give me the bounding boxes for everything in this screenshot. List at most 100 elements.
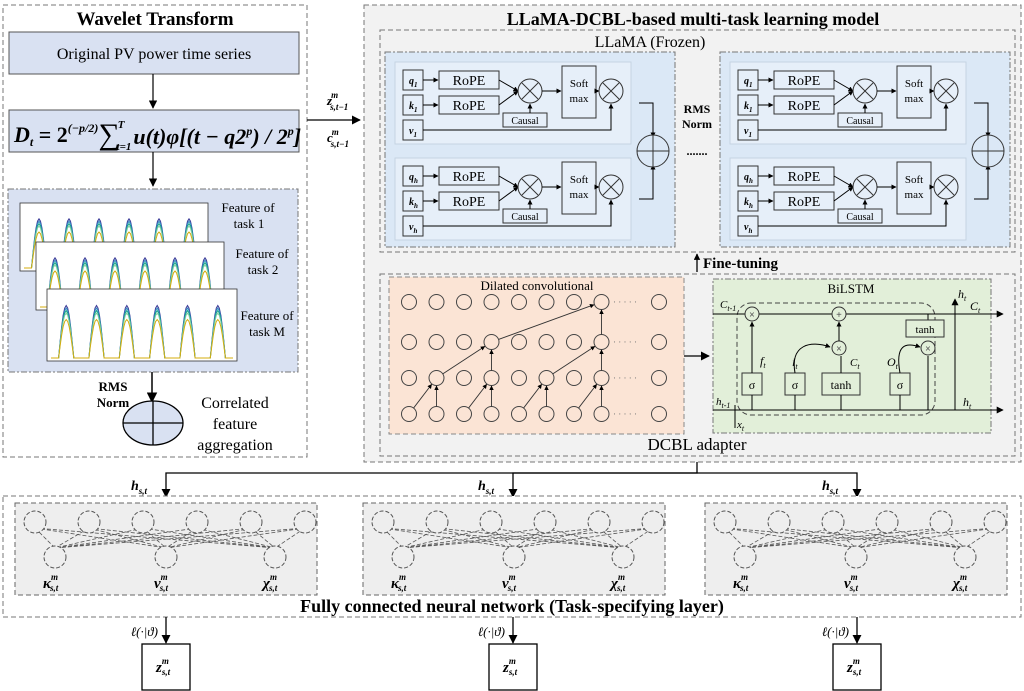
llama-title: LLaMA (Frozen) bbox=[595, 34, 706, 51]
input-q-label: qh bbox=[744, 172, 753, 185]
fc-output-node bbox=[263, 545, 287, 569]
fc-edge bbox=[382, 527, 404, 549]
conv-node bbox=[428, 334, 445, 350]
fc-input-node bbox=[425, 510, 449, 534]
bilstm-box bbox=[712, 278, 992, 434]
conv-edge bbox=[552, 346, 596, 375]
fc-input-node bbox=[131, 510, 155, 534]
bilstm-label-h: ht-1 bbox=[716, 396, 730, 410]
fc-input-node bbox=[983, 510, 1007, 534]
bilstm-label-C: Ct bbox=[850, 357, 860, 371]
bilstm-label-x: xt bbox=[736, 419, 745, 433]
fc-edge bbox=[196, 527, 276, 549]
fc-input-node bbox=[875, 510, 899, 534]
fc-output-node bbox=[844, 545, 868, 569]
conv-node bbox=[483, 370, 500, 386]
conv-node bbox=[456, 334, 472, 350]
fc-input-node bbox=[929, 510, 953, 534]
fc-edge bbox=[744, 527, 942, 549]
output-mult-icon-glyph: × bbox=[925, 344, 931, 355]
conv-node bbox=[651, 334, 667, 350]
conv-ellipsis: · · · · · bbox=[613, 409, 637, 419]
conv-edge bbox=[523, 383, 543, 409]
fc-edge bbox=[436, 527, 515, 549]
dcbl-adapter-title: DCBL adapter bbox=[648, 435, 747, 454]
input-gate-label: σ bbox=[792, 378, 799, 392]
conv-node bbox=[401, 406, 417, 422]
conv-ellipsis: · · · · · bbox=[613, 337, 637, 347]
bilstm-label-i: it bbox=[792, 355, 798, 371]
fc-hidden-label: hs,t bbox=[478, 479, 495, 496]
fc-hidden-label: hs,t bbox=[131, 479, 148, 496]
input-k-label: kh bbox=[744, 197, 753, 210]
input-v-label: vh bbox=[409, 222, 417, 235]
conv-node bbox=[593, 334, 610, 350]
conv-node bbox=[538, 370, 555, 386]
bilstm-label-C: Ct bbox=[970, 299, 981, 315]
fc-input-node bbox=[767, 510, 791, 534]
conv-node bbox=[401, 370, 417, 386]
wavelet-title: Wavelet Transform bbox=[76, 9, 233, 30]
conv-ellipsis: · · · · · bbox=[613, 297, 637, 307]
dilated-conv-title: Dilated convolutional bbox=[480, 278, 593, 293]
rope-label: RoPE bbox=[788, 195, 821, 210]
rope-label: RoPE bbox=[453, 99, 486, 114]
conv-node bbox=[511, 294, 527, 310]
output-tanh-box bbox=[905, 319, 945, 338]
bilstm-title: BiLSTM bbox=[828, 281, 875, 296]
output-gate-label: σ bbox=[897, 378, 904, 392]
fc-input-node bbox=[479, 510, 503, 534]
fc-edge bbox=[165, 527, 306, 549]
conv-edge bbox=[468, 383, 488, 409]
fc-output-node bbox=[502, 545, 526, 569]
fc-edge bbox=[940, 527, 966, 549]
conv-node bbox=[483, 294, 500, 310]
bilstm-label-h: ht bbox=[963, 395, 972, 411]
conv-node bbox=[401, 334, 417, 350]
formula-box bbox=[8, 109, 300, 153]
fc-edge bbox=[165, 527, 252, 549]
fc-input-node bbox=[23, 510, 47, 534]
conv-node bbox=[593, 370, 610, 386]
conv-node bbox=[483, 334, 500, 350]
loss-label: ℓ(·|ϑ) bbox=[478, 624, 505, 639]
feature-series-line bbox=[51, 318, 233, 359]
rope-label: RoPE bbox=[788, 74, 821, 89]
prediction-output-box bbox=[488, 643, 538, 691]
conv-node bbox=[651, 370, 667, 386]
llama-ellipsis: ....... bbox=[687, 144, 708, 158]
conv-node bbox=[538, 294, 555, 310]
conv-node bbox=[511, 406, 527, 422]
fc-input-node bbox=[185, 510, 209, 534]
conv-node bbox=[651, 406, 667, 422]
bilstm-label-h: ht bbox=[958, 287, 967, 303]
feature-chart-frame bbox=[46, 288, 238, 362]
output-tanh-label: tanh bbox=[916, 324, 935, 336]
conv-node bbox=[428, 406, 445, 422]
input-k-label: kh bbox=[409, 197, 418, 210]
fc-input-node bbox=[371, 510, 395, 534]
input-q-label: qh bbox=[409, 172, 418, 185]
fc-edge bbox=[744, 527, 834, 549]
fc-edge bbox=[513, 527, 600, 549]
bilstm-label-f: ft bbox=[760, 354, 766, 370]
conv-node bbox=[566, 370, 582, 386]
rope-label: RoPE bbox=[788, 99, 821, 114]
wavelet-panel: Wavelet Transform Original PV power time… bbox=[2, 4, 308, 458]
